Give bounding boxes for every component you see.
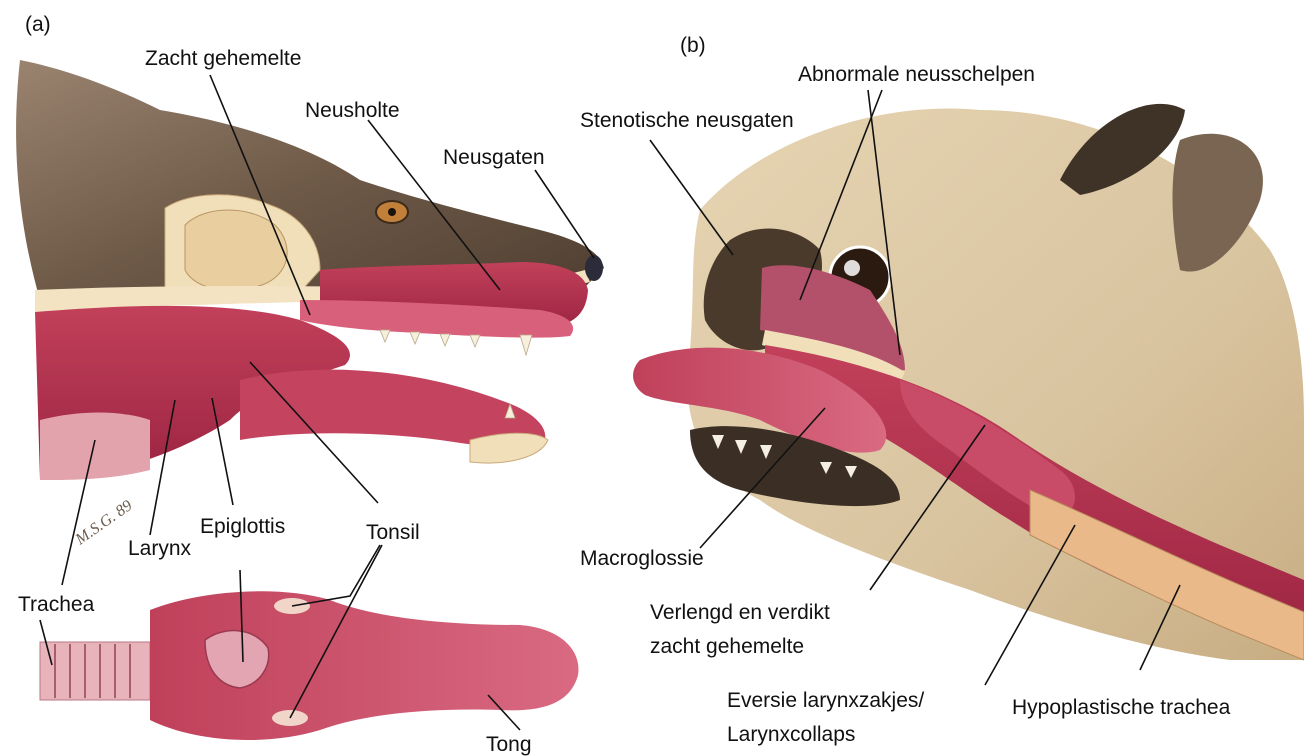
- panel-a-head: M.S.G. 89: [16, 60, 604, 549]
- label-nostrils: Neusgaten: [443, 147, 545, 168]
- signature: M.S.G. 89: [72, 497, 136, 549]
- label-elongated-palate-2: zacht gehemelte: [650, 636, 804, 657]
- dog-a-jaw-bone: [470, 433, 548, 463]
- dog-a-trachea: [40, 413, 150, 481]
- label-trachea: Trachea: [18, 594, 94, 615]
- panel-a-tag: (a): [25, 14, 51, 35]
- label-everted-saccules-2: Larynxcollaps: [727, 724, 855, 745]
- label-elongated-palate-1: Verlengd en verdikt: [650, 602, 830, 623]
- label-everted-saccules-1: Eversie larynxzakjes/: [727, 690, 924, 711]
- label-soft-palate: Zacht gehemelte: [145, 48, 301, 69]
- panel-b-head: [633, 104, 1304, 660]
- label-abnormal-turbinates: Abnormale neusschelpen: [798, 64, 1035, 85]
- label-macroglossia: Macroglossie: [580, 548, 704, 569]
- label-larynx: Larynx: [128, 538, 191, 559]
- trachea-tube: [40, 642, 150, 700]
- label-stenotic-nares: Stenotische neusgaten: [580, 110, 794, 131]
- label-epiglottis: Epiglottis: [200, 516, 285, 537]
- label-tonsil: Tonsil: [366, 522, 420, 543]
- label-tongue: Tong: [486, 734, 532, 755]
- label-hypoplastic-trachea: Hypoplastische trachea: [1012, 697, 1230, 718]
- panel-b-tag: (b): [680, 35, 706, 56]
- dog-a-nose: [585, 255, 603, 281]
- panel-a-tongue: [40, 591, 578, 740]
- label-nasal-cavity: Neusholte: [305, 100, 400, 121]
